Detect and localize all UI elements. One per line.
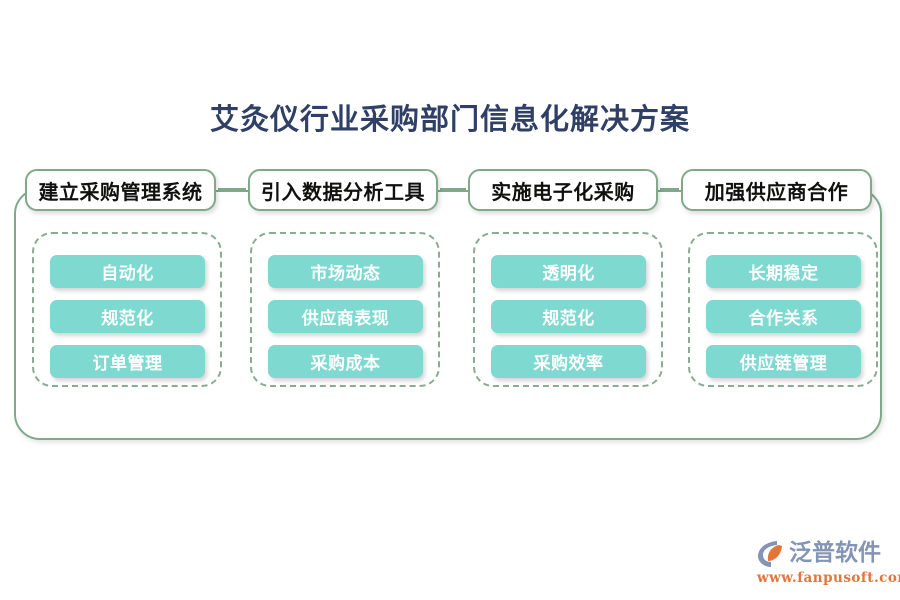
column-header-1[interactable]: 建立采购管理系统 xyxy=(25,169,216,211)
page-title: 艾灸仪行业采购部门信息化解决方案 xyxy=(209,102,690,136)
item-list-4: 长期稳定 合作关系 供应链管理 xyxy=(706,255,861,378)
item-list-1: 自动化 规范化 订单管理 xyxy=(50,255,205,378)
column-header-3[interactable]: 实施电子化采购 xyxy=(468,169,658,211)
logo-brand-name: 泛普软件 xyxy=(789,540,881,566)
fanpu-logo-icon xyxy=(757,540,787,568)
connector-line-3 xyxy=(656,190,683,192)
item-pill[interactable]: 规范化 xyxy=(491,300,646,333)
connector-line-1 xyxy=(214,190,250,192)
item-pill[interactable]: 规范化 xyxy=(50,300,205,333)
connector-line-2 xyxy=(436,190,470,192)
item-pill[interactable]: 长期稳定 xyxy=(706,255,861,288)
item-pill[interactable]: 订单管理 xyxy=(50,345,205,378)
item-pill[interactable]: 供应商表现 xyxy=(268,300,423,333)
group-box-2 xyxy=(250,232,440,387)
item-pill[interactable]: 采购效率 xyxy=(491,345,646,378)
item-pill[interactable]: 自动化 xyxy=(50,255,205,288)
group-box-4 xyxy=(688,232,878,387)
diagram-outer-frame xyxy=(14,188,882,440)
item-pill[interactable]: 合作关系 xyxy=(706,300,861,333)
header-row: 建立采购管理系统 引入数据分析工具 实施电子化采购 加强供应商合作 xyxy=(0,169,900,213)
watermark-logo: 泛普软件 www.fanpusoft.com xyxy=(757,538,900,586)
logo-website-url: www.fanpusoft.com xyxy=(757,570,900,586)
item-pill[interactable]: 采购成本 xyxy=(268,345,423,378)
item-list-2: 市场动态 供应商表现 采购成本 xyxy=(268,255,423,378)
group-box-3 xyxy=(473,232,663,387)
item-pill[interactable]: 市场动态 xyxy=(268,255,423,288)
group-box-1 xyxy=(32,232,222,387)
column-header-4[interactable]: 加强供应商合作 xyxy=(681,169,872,211)
item-list-3: 透明化 规范化 采购效率 xyxy=(491,255,646,378)
item-pill[interactable]: 透明化 xyxy=(491,255,646,288)
logo-top-row: 泛普软件 xyxy=(757,538,893,569)
column-header-2[interactable]: 引入数据分析工具 xyxy=(248,169,438,211)
item-pill[interactable]: 供应链管理 xyxy=(706,345,861,378)
